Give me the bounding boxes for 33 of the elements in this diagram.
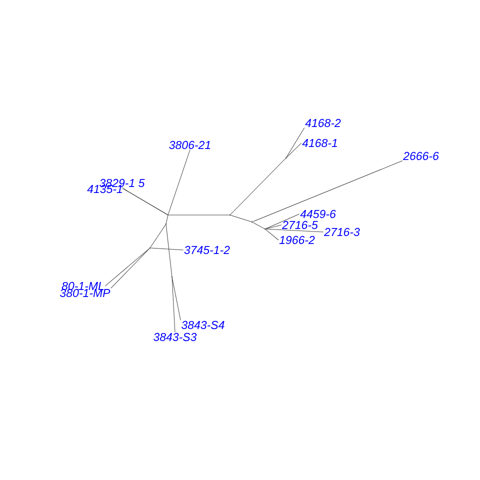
tree-branch	[168, 150, 190, 215]
tree-branch	[265, 214, 300, 229]
leaf-label: 3843-S3	[154, 332, 197, 342]
tree-branch	[104, 248, 150, 286]
tree-branch	[252, 160, 403, 222]
tree-branch	[150, 248, 184, 250]
tree-branch	[166, 224, 172, 277]
leaf-label: 3806-21	[169, 140, 210, 150]
leaf-label: 2666-6	[403, 152, 439, 160]
leaf-label: 2716-3	[324, 228, 360, 236]
leaf-label: 3843-S4	[182, 320, 224, 330]
tree-branch	[110, 248, 150, 288]
leaf-label: 3745-1-2	[184, 246, 230, 254]
tree-branch	[172, 277, 181, 320]
leaf-label: 80-1-ML	[62, 282, 104, 290]
leaf-label: 380-1-MP	[60, 288, 110, 298]
leaf-label: 4459-6	[300, 210, 336, 218]
leaf-label: 2716-5	[282, 220, 318, 230]
tree-branch	[150, 224, 166, 248]
leaf-label: 4168-2	[305, 118, 341, 128]
tree-branch	[230, 158, 286, 215]
tree-branch	[286, 128, 305, 158]
tree-branch	[286, 142, 302, 158]
tree-branch	[166, 215, 168, 224]
tree-branch	[172, 277, 176, 332]
leaf-label: 4168-1	[302, 138, 337, 148]
tree-branch	[265, 224, 282, 230]
leaf-label: 1966-2	[279, 236, 315, 244]
tree-branch	[265, 228, 324, 232]
tree-branch	[168, 214, 230, 216]
tree-branch	[230, 214, 252, 222]
tree-branch	[265, 229, 279, 240]
tree-branch	[252, 222, 265, 229]
